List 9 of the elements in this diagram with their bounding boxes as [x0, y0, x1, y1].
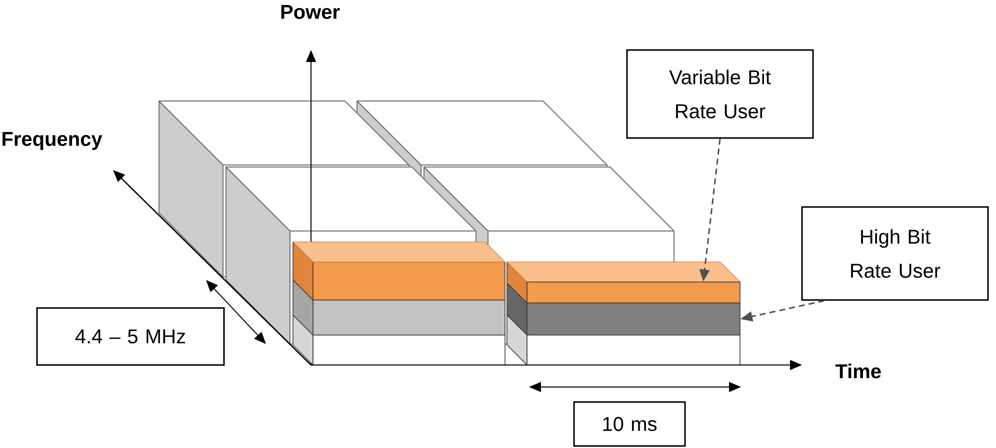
label-box: 4.4 – 5 MHz	[36, 307, 225, 366]
bar	[526, 302, 740, 336]
callout-box: Variable Bit Rate User	[626, 49, 814, 139]
bar	[526, 282, 740, 304]
callout-box: High Bit Rate User	[801, 206, 989, 301]
axis-label: Frequency	[2, 132, 102, 150]
label-box: 10 ms	[573, 401, 686, 447]
axis-label: Time	[835, 364, 881, 378]
axis-label: Power	[281, 5, 340, 19]
